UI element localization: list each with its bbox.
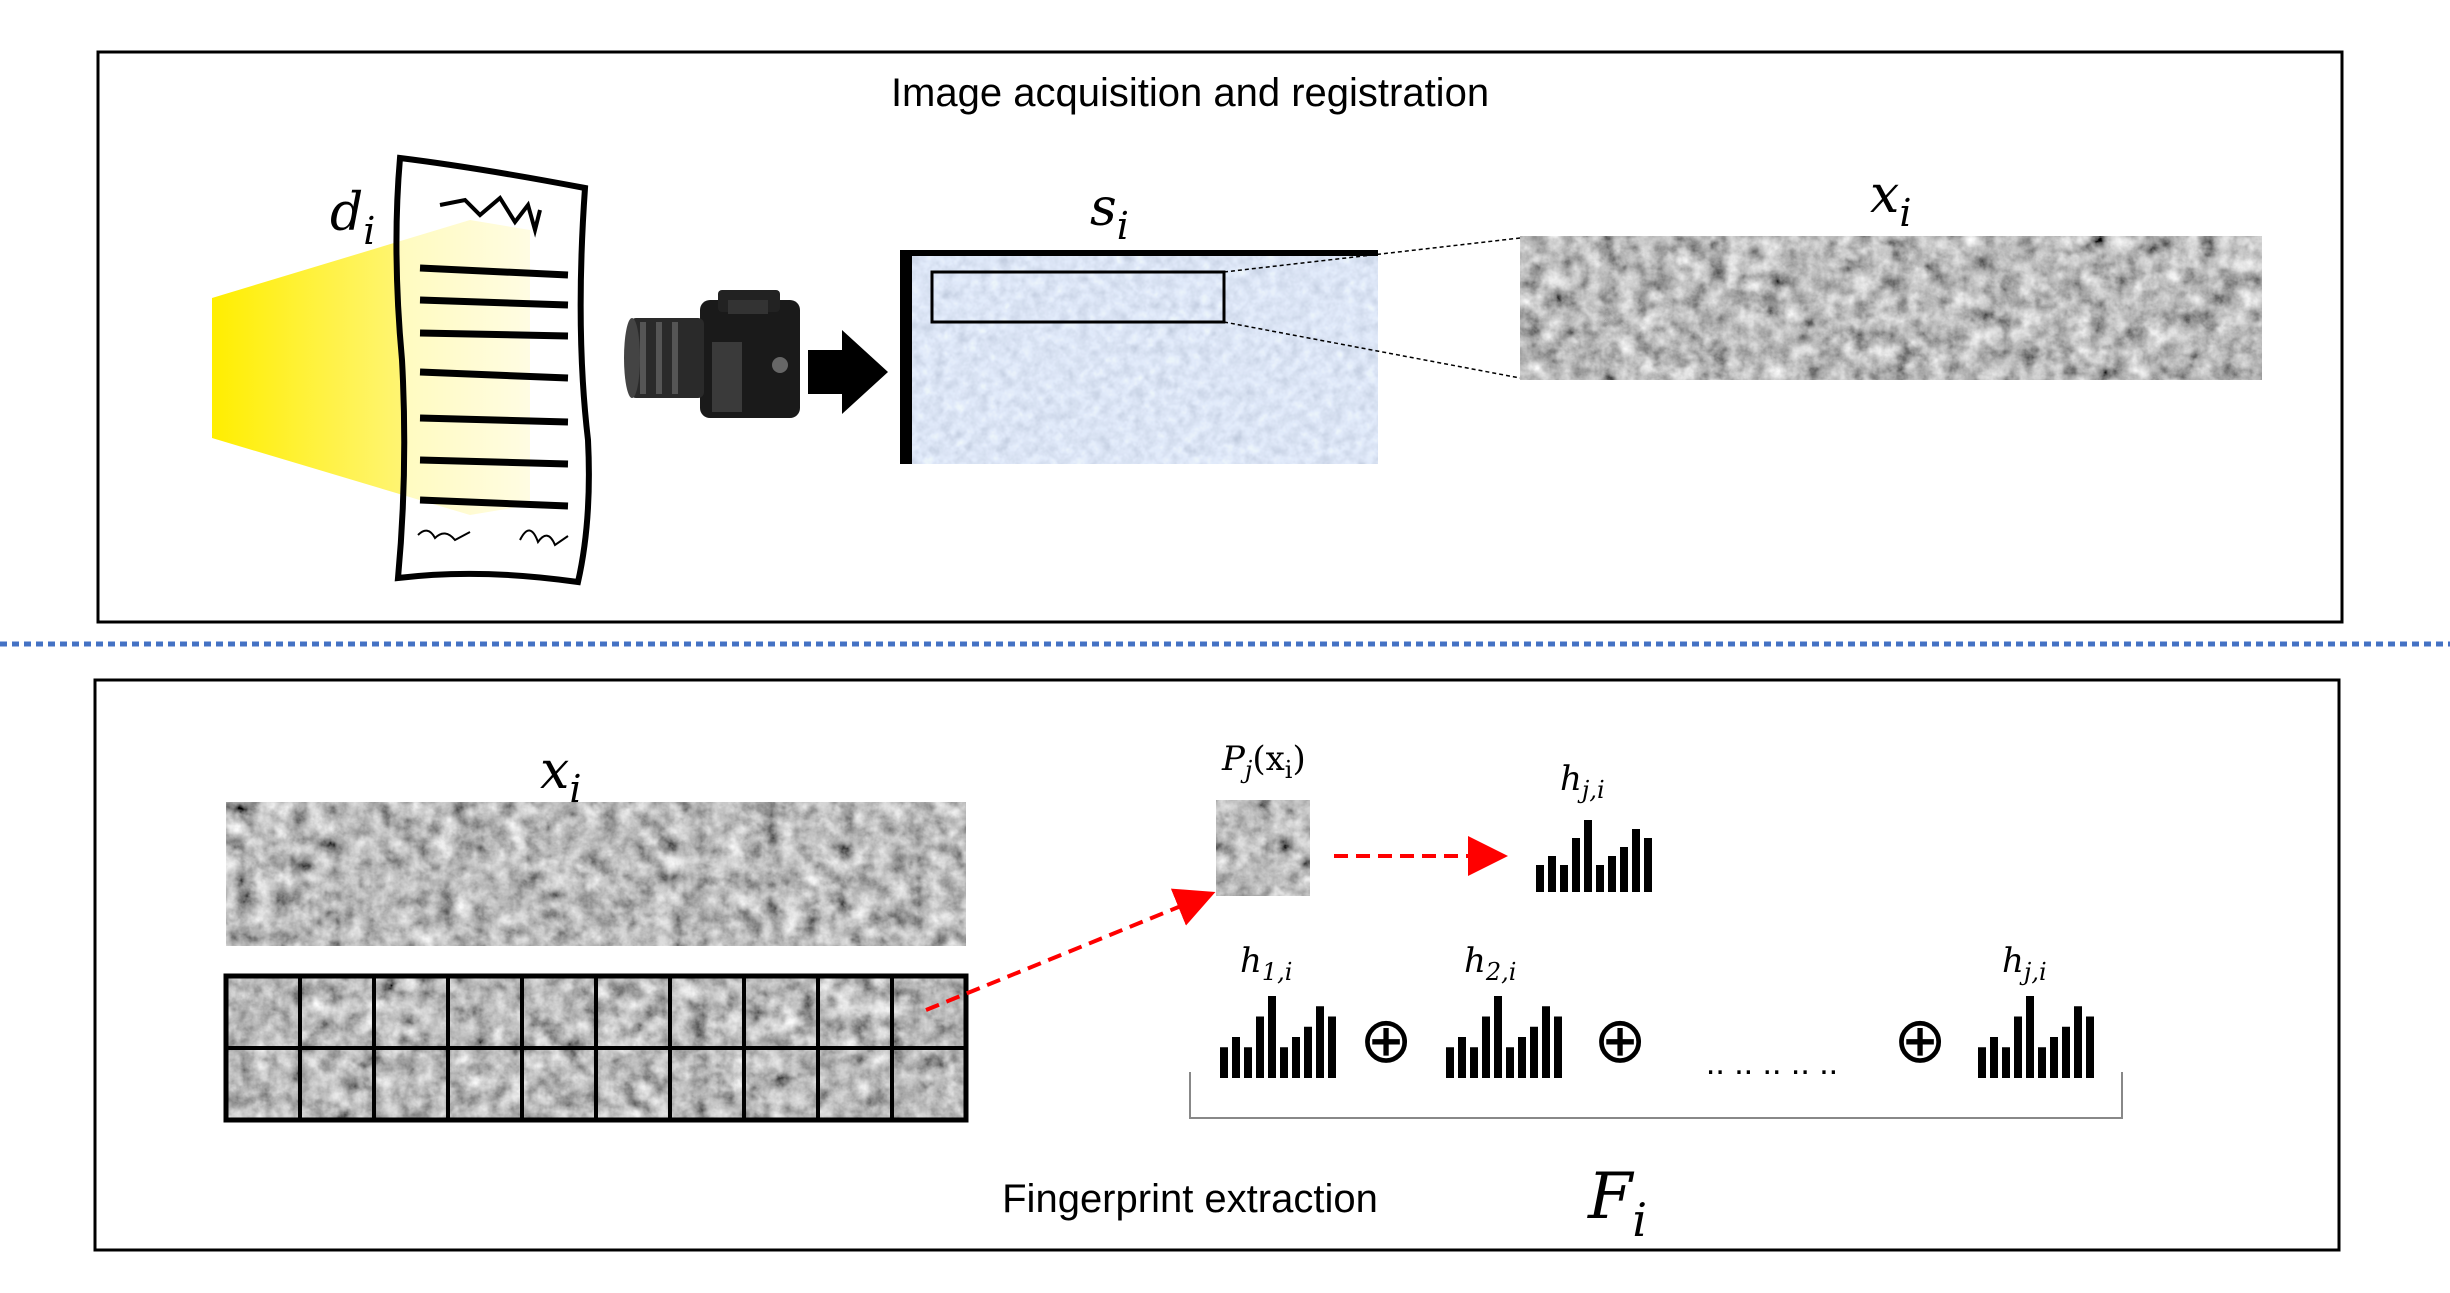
top-panel-frame: [96, 50, 2344, 624]
histogram-bar: [2026, 996, 2034, 1078]
histogram-bar: [1494, 996, 1502, 1078]
histogram-bar: [1482, 1016, 1490, 1078]
histogram-j: [1978, 996, 2094, 1078]
histogram-bar: [1542, 1006, 1550, 1078]
patch-label: Pj(xi): [1221, 739, 1306, 784]
input-image: [226, 802, 966, 946]
patch-grid: [223, 973, 969, 1123]
histogram-bar: [1572, 838, 1580, 892]
document-label: di: [330, 183, 375, 253]
bottom-panel-title: Fingerprint extraction: [1002, 1177, 1378, 1221]
top-panel-title: Image acquisition and registration: [891, 71, 1489, 115]
bottom-panel-frame: [93, 678, 2341, 1252]
histogram-bar: [1280, 1047, 1288, 1078]
histogram-bar: [2086, 1016, 2094, 1078]
histogram-bar: [1584, 820, 1592, 892]
histogram-bar: [1470, 1047, 1478, 1078]
histogram-bar: [2050, 1037, 2058, 1078]
histogram-2: [1446, 996, 1562, 1078]
histogram-bar: [1530, 1026, 1538, 1078]
document-icon: [393, 154, 592, 586]
histogram-bar: [1620, 847, 1628, 892]
fingerprint-label: Fi: [1587, 1160, 1647, 1247]
zoom-line-top: [1223, 237, 1521, 273]
histogram-1: [1220, 996, 1336, 1078]
histogram-bar: [2074, 1006, 2082, 1078]
histogram-bar: [1328, 1016, 1336, 1078]
histogram-label-2: h2,i: [1464, 941, 1516, 986]
histogram-bar: [2038, 1047, 2046, 1078]
crop-image: [1520, 236, 2262, 380]
histogram-label-1: h1,i: [1240, 941, 1292, 986]
histogram-bar: [1978, 1047, 1986, 1078]
concat-operator-1: ⊕: [1359, 1004, 1413, 1078]
histogram-bar: [1990, 1037, 1998, 1078]
histogram-bar: [2002, 1047, 2010, 1078]
patch-selection-arrow: [925, 888, 1216, 1012]
scan-image: [900, 250, 1378, 464]
zoom-line-bottom: [1223, 321, 1521, 379]
histogram-bar: [1506, 1047, 1514, 1078]
scan-label: si: [1090, 178, 1129, 248]
patch-histogram: [1536, 820, 1652, 892]
histogram-bar: [1536, 865, 1544, 892]
histogram-bar: [1446, 1047, 1454, 1078]
histogram-bar: [1560, 865, 1568, 892]
arrow-right-icon: [808, 330, 888, 414]
histogram-bar: [1632, 829, 1640, 892]
histogram-bar: [1268, 996, 1276, 1078]
histogram-bar: [1554, 1016, 1562, 1078]
histogram-bar: [1316, 1006, 1324, 1078]
histogram-bar: [1292, 1037, 1300, 1078]
histogram-bar: [1458, 1037, 1466, 1078]
ellipsis: .. .. .. .. ..: [1706, 1044, 1838, 1082]
histogram-bar: [1232, 1037, 1240, 1078]
camera-icon: [624, 290, 800, 418]
histogram-bar: [1518, 1037, 1526, 1078]
scan-crop-region: [930, 270, 1226, 324]
crop-label: xi: [1870, 165, 1911, 235]
patch-grid-lines: [226, 976, 966, 1120]
histogram-bar: [2062, 1026, 2070, 1078]
histogram-bar: [1548, 856, 1556, 892]
histogram-bar: [1256, 1016, 1264, 1078]
concat-operator-3: ⊕: [1893, 1004, 1947, 1078]
patch-image: [1216, 800, 1310, 896]
histogram-bar: [1608, 856, 1616, 892]
image-label: xi: [540, 741, 581, 811]
concat-bracket: [1189, 1072, 2123, 1119]
histogram-bar: [2014, 1016, 2022, 1078]
concat-operator-2: ⊕: [1593, 1004, 1647, 1078]
histogram-label-j: hj,i: [2002, 941, 2047, 986]
histogram-bar: [1596, 865, 1604, 892]
histogram-bar: [1644, 838, 1652, 892]
histogram-bar: [1304, 1026, 1312, 1078]
histogram-bar: [1244, 1047, 1252, 1078]
histogram-bar: [1220, 1047, 1228, 1078]
patch-histogram-label: hj,i: [1560, 759, 1605, 804]
